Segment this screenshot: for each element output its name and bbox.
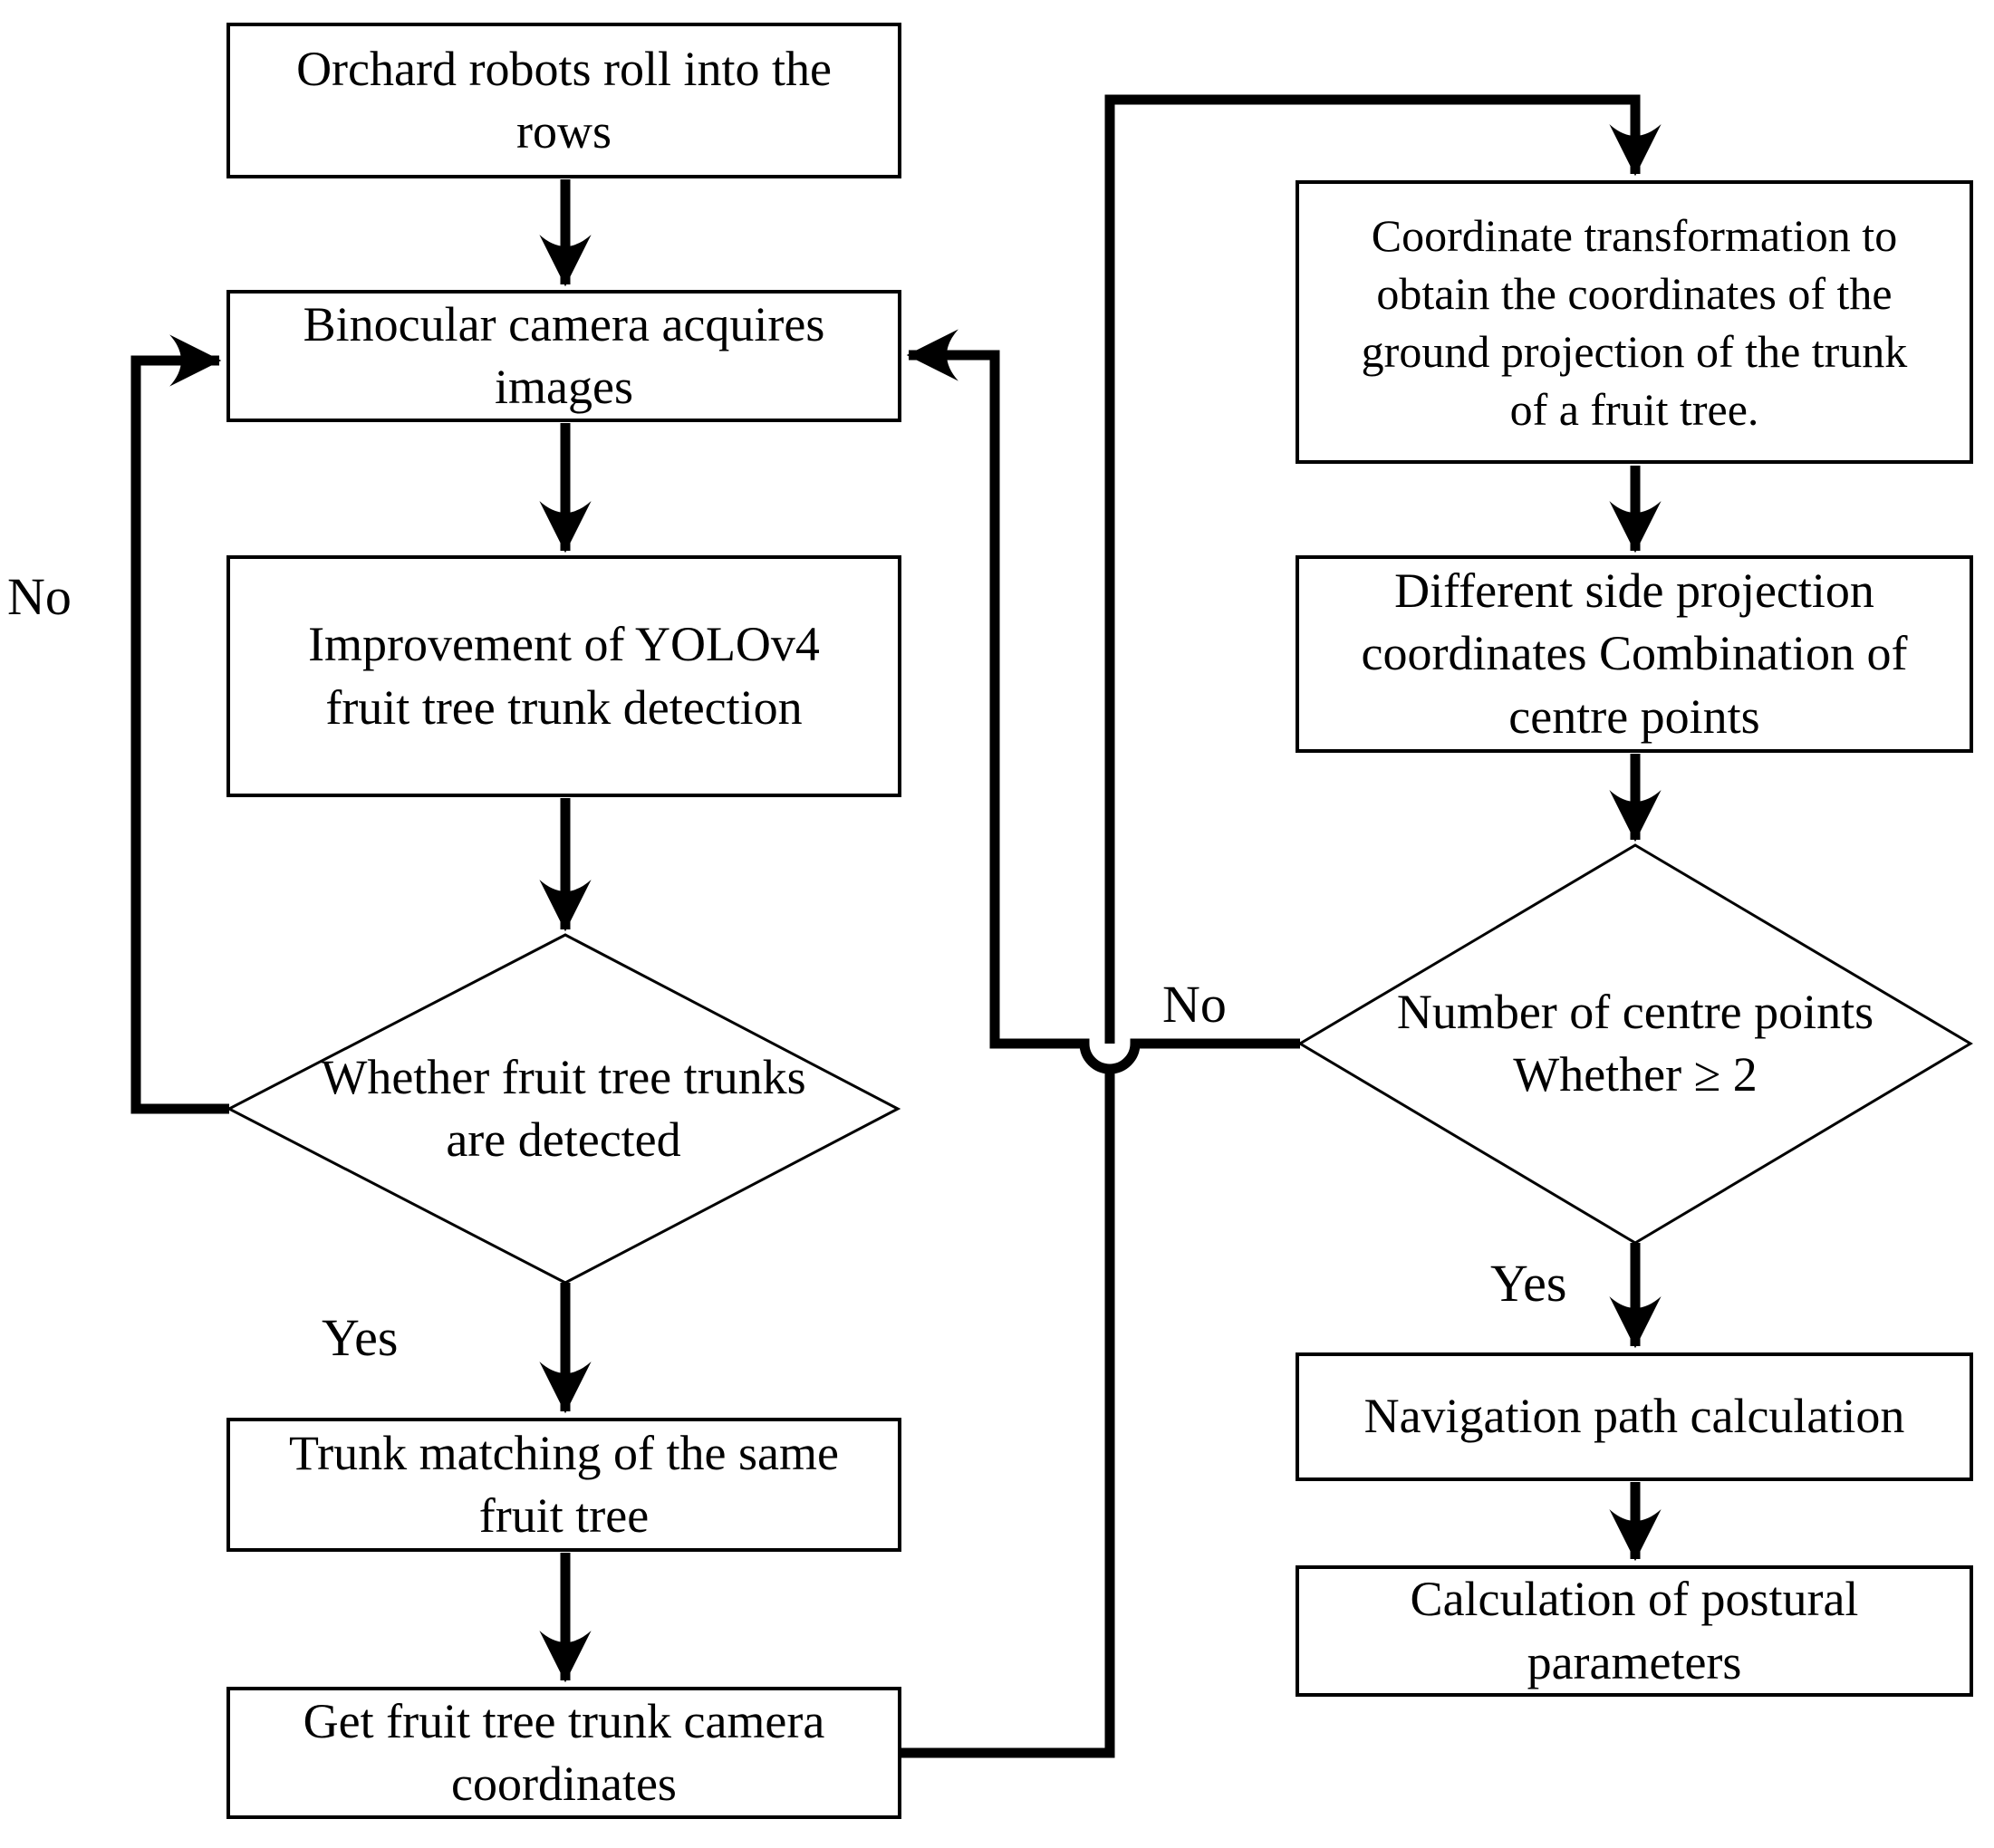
node-orchard-robots: Orchard robots roll into the rows: [226, 23, 901, 178]
label-yes-left-branch: Yes: [322, 1308, 399, 1367]
edge-centrepoints-no-to-binocular: [906, 329, 1300, 1074]
node-trunk-matching: Trunk matching of the same fruit tree: [226, 1418, 901, 1552]
node-postural-parameters: Calculation of postural parameters: [1296, 1565, 1973, 1697]
node-coordinate-transformation: Coordinate transformation to obtain the …: [1296, 180, 1973, 464]
label-yes-right-branch: Yes: [1490, 1254, 1567, 1313]
label-no-left-loop: No: [7, 567, 72, 626]
decision-text-centre-points: Number of centre points Whether ≥ 2: [1396, 984, 1874, 1102]
decision-text-trunks-detected: Whether fruit tree trunks are detected: [321, 1049, 806, 1167]
label-no-right-loop: No: [1162, 975, 1227, 1034]
node-side-projection-combination: Different side projection coordinates Co…: [1296, 555, 1973, 753]
edge-detected-no-to-binocular: [130, 334, 229, 1114]
node-yolov4-improvement: Improvement of YOLOv4 fruit tree trunk d…: [226, 555, 901, 797]
node-navigation-path-calculation: Navigation path calculation: [1296, 1352, 1973, 1481]
node-get-camera-coordinates: Get fruit tree trunk camera coordinates: [226, 1687, 901, 1819]
edge-getcoords-to-transform: [901, 94, 1662, 1758]
node-binocular-camera: Binocular camera acquires images: [226, 290, 901, 422]
